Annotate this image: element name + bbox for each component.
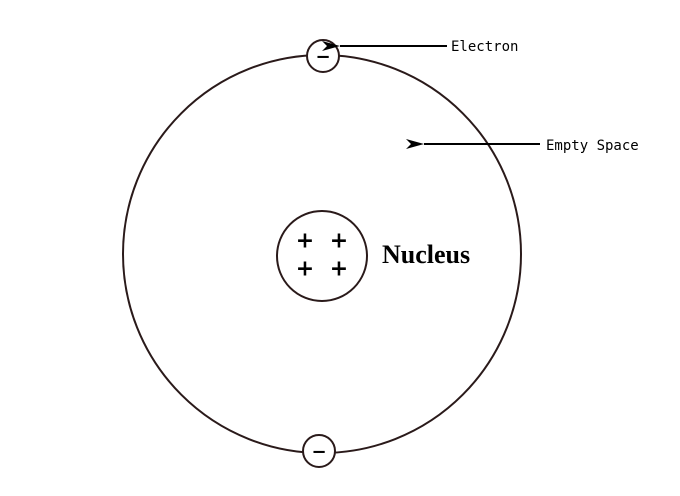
electron-label: Electron	[451, 39, 518, 55]
proton-plus: +	[330, 229, 348, 254]
protons: + + + +	[296, 229, 348, 282]
electron-minus: −	[311, 442, 326, 463]
electron-minus: −	[315, 47, 330, 68]
nucleus-circle	[276, 210, 368, 302]
empty-space-label: Empty Space	[546, 138, 639, 154]
nucleus-label: Nucleus	[382, 240, 470, 269]
proton-plus: +	[296, 257, 314, 282]
proton-plus: +	[330, 257, 348, 282]
proton-plus: +	[296, 229, 314, 254]
electron-bottom: −	[302, 434, 336, 468]
electron-top: −	[306, 39, 340, 73]
